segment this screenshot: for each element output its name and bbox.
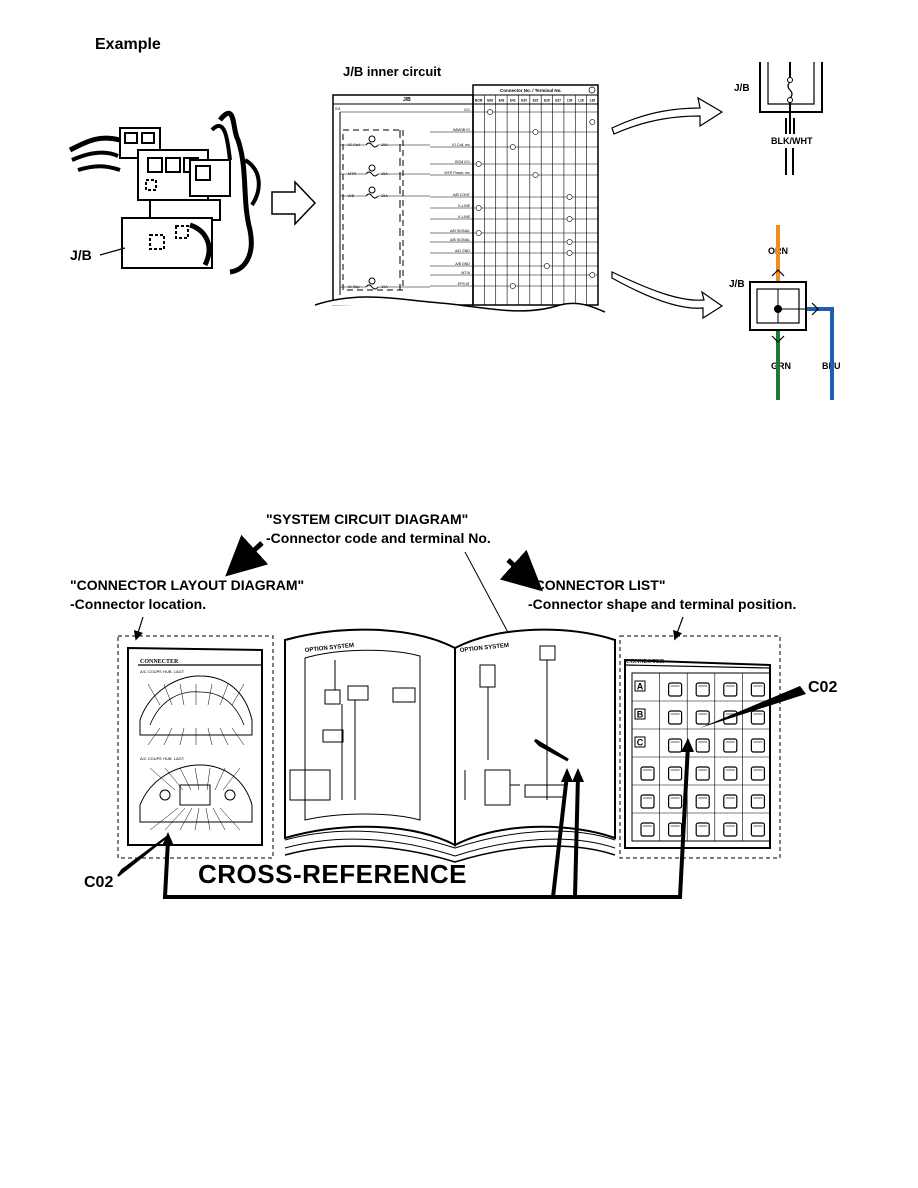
circuit-row-label: BCM IG1 [455,160,470,164]
pointer-wedge-book [533,738,569,762]
circuit-row-label: MT/A [461,271,470,275]
connector-column-label: E28 [544,99,550,103]
connector-shape [695,710,710,725]
right-top-jb-label: J/B [734,83,750,94]
layout-diagram-subtitle: -Connector location. [70,596,207,612]
connector-shape [750,822,766,837]
layout-page-header: CONNECTER [140,659,179,665]
connector-shape [695,682,710,697]
pointer-wedge-layout [117,835,169,877]
connector-shape [640,822,655,837]
arrow-to-layout [225,534,269,577]
connector-shape [750,682,766,697]
list-page-header: CONNECTER [626,659,665,665]
connector-column-label: E22 [533,99,539,103]
circuit-row-label: A/B SIGNAL [450,238,470,242]
connector-column-label: BCM [475,99,483,103]
connector-shape [640,794,655,809]
connector-column-label: E37 [555,99,561,103]
curved-arrow-bottom [611,271,724,320]
connector-layout-page [117,635,274,859]
connector-shape [723,822,738,837]
jb-inner-circuit [314,84,606,313]
connector-shape [667,766,683,781]
circuit-row-label: A/B CONT [453,193,471,197]
connector-column-label: E20 [521,99,527,103]
system-diagram-title: "SYSTEM CIRCUIT DIAGRAM" [266,511,469,527]
connector-row-letter: A [637,682,644,692]
connector-row-letter: C [637,738,644,748]
jb-photo-label: J/B [70,247,92,263]
connector-shape [750,794,766,809]
connector-shape [750,710,766,725]
connector-shape [640,766,655,781]
connector-shape [667,794,683,809]
connector-shape [723,766,738,781]
jb-table-header: J/B [403,97,411,103]
circuit-row-label: A/B SIGNAL [450,229,470,233]
connector-shape [695,794,710,809]
book-right-header: OPTION SYSTEM [460,643,510,654]
connector-shape [723,738,738,753]
inner-circuit-title: J/B inner circuit [343,64,442,79]
connector-header: Connector No. / Terminal No. [500,88,562,93]
fuse-detail [759,62,823,175]
curved-arrow-top [611,96,724,135]
connector-column-label: L28 [578,99,584,103]
connector-shape [667,682,683,697]
connector-shape [695,738,710,753]
connector-list-subtitle: -Connector shape and terminal position. [528,596,797,612]
example-label: Example [95,36,161,53]
circuit-row-label: IMMOB IG [453,128,470,132]
connector-column-label: E43 [499,99,505,103]
circuit-row-label: IG1 [464,108,470,112]
ig1-source-label: IG1 [335,107,341,111]
layout-diagram-title: "CONNECTOR LAYOUT DIAGRAM" [70,577,305,593]
cross-reference-lines [162,744,690,899]
connector-column-label: L09 [567,99,573,103]
connector-column-label: E08 [487,99,493,103]
hollow-arrow-right [271,180,317,226]
connector-shape [750,766,766,781]
pointer-wedge-list [700,686,806,728]
circuit-row-label: K-LINE [458,215,470,219]
circuit-row-label: IG Coil, etc [452,143,470,147]
circuit-row-label: EPS AT [458,282,471,286]
splice-detail [749,225,834,400]
open-book [284,628,616,863]
circuit-row-label: MTR Power, etc [444,171,470,175]
wire-grn-label: GRN [771,361,791,371]
circuit-row-label: K-LINE [458,204,470,208]
c02-code-layout: C02 [84,874,114,891]
connector-shape [695,766,710,781]
c02-code-list: C02 [808,679,838,696]
connector-shape [667,822,683,837]
system-diagram-subtitle: -Connector code and terminal No. [266,530,491,546]
cross-reference-label: CROSS-REFERENCE [198,859,467,889]
layout-page-caption: A/C COUPE HUB. LAGT [140,669,185,674]
circuit-row-label: A/B GND [455,262,470,266]
layout-page-caption: A/C COUPE HUB. LAGT [140,756,185,761]
connector-shape [750,738,766,753]
connector-shape [667,710,683,725]
connector-shape [723,682,738,697]
wire-blk-wht-label: BLK/WHT [771,136,813,146]
connector-column-label: L38 [590,99,596,103]
connector-shape [667,738,683,753]
connector-shape [723,794,738,809]
circuit-row-label: A/D GND [455,249,470,253]
jb-photo-illustration [68,110,261,275]
right-bottom-jb-label: J/B [729,279,745,290]
arrow-to-list [499,549,543,592]
wire-blu [806,307,834,400]
connector-column-label: E41 [510,99,516,103]
connector-list-title: "CONNECTOR LIST" [528,577,666,593]
connector-shape [695,822,710,837]
book-left-header: OPTION SYSTEM [305,643,355,654]
connector-row-letter: B [637,710,644,720]
